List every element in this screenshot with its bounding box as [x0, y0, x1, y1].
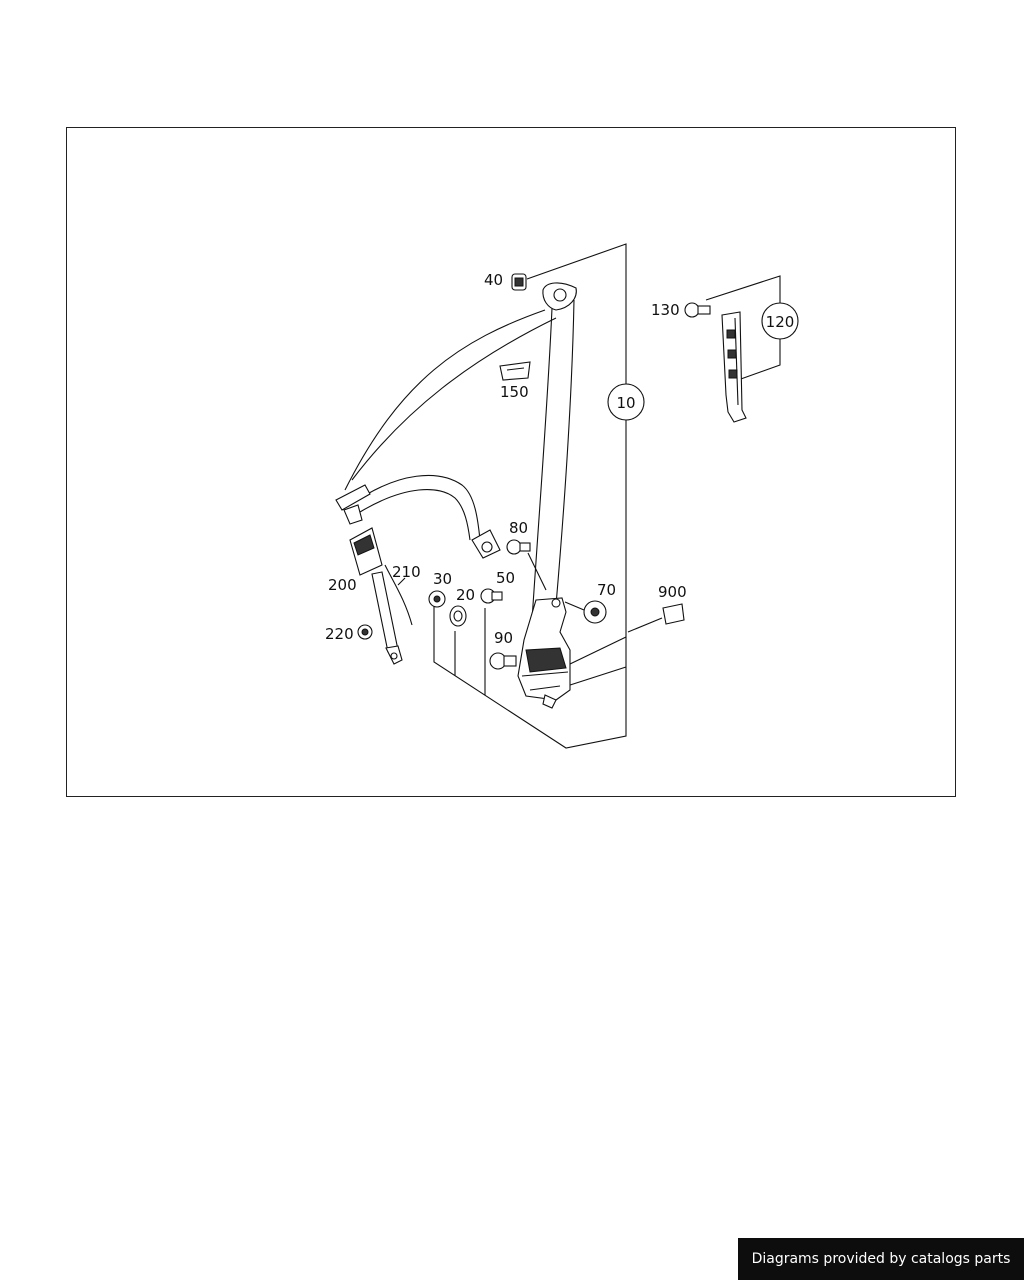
callout-40-label: 40 — [484, 271, 503, 289]
bolt-220 — [357, 624, 373, 640]
callout-120: 120 — [761, 302, 799, 340]
callout-210-label: 210 — [392, 563, 421, 581]
buckle-200 — [349, 527, 403, 665]
callout-130-label: 130 — [651, 301, 680, 319]
callout-200-label: 200 — [328, 576, 357, 594]
callout-70-label: 70 — [597, 581, 616, 599]
bolt-40 — [511, 273, 527, 291]
belt-tongue — [335, 484, 371, 525]
sticker-900 — [627, 603, 685, 633]
callout-120-label: 120 — [766, 313, 795, 331]
height-rail-120 — [721, 311, 747, 423]
bolt-50 — [480, 588, 503, 604]
callout-20-label: 20 — [456, 586, 475, 604]
height-adjuster-70 — [564, 600, 607, 624]
callout-50-label: 50 — [496, 569, 515, 587]
callout-900-label: 900 — [658, 583, 687, 601]
upper-anchor-fitting — [542, 282, 577, 311]
assembly-10-bracket — [433, 243, 627, 749]
bolt-90 — [489, 652, 517, 670]
attribution-banner: Diagrams provided by catalogs parts — [738, 1238, 1024, 1280]
callout-10: 10 — [607, 383, 645, 421]
callout-150-label: 150 — [500, 383, 529, 401]
callout-220-label: 220 — [325, 625, 354, 643]
belt-webbing — [344, 299, 575, 621]
clip-150 — [499, 361, 531, 381]
callout-10-label: 10 — [616, 394, 635, 412]
spacer-20 — [449, 605, 467, 627]
diagram-frame — [66, 127, 956, 797]
callout-30-label: 30 — [433, 570, 452, 588]
cable-210 — [384, 564, 413, 626]
callout-80-label: 80 — [509, 519, 528, 537]
bolt-80 — [506, 539, 547, 591]
belt-retractor — [517, 597, 571, 709]
washer-30 — [428, 590, 446, 608]
bolt-130 — [684, 302, 711, 318]
lower-end-fitting — [471, 529, 501, 559]
callout-90-label: 90 — [494, 629, 513, 647]
